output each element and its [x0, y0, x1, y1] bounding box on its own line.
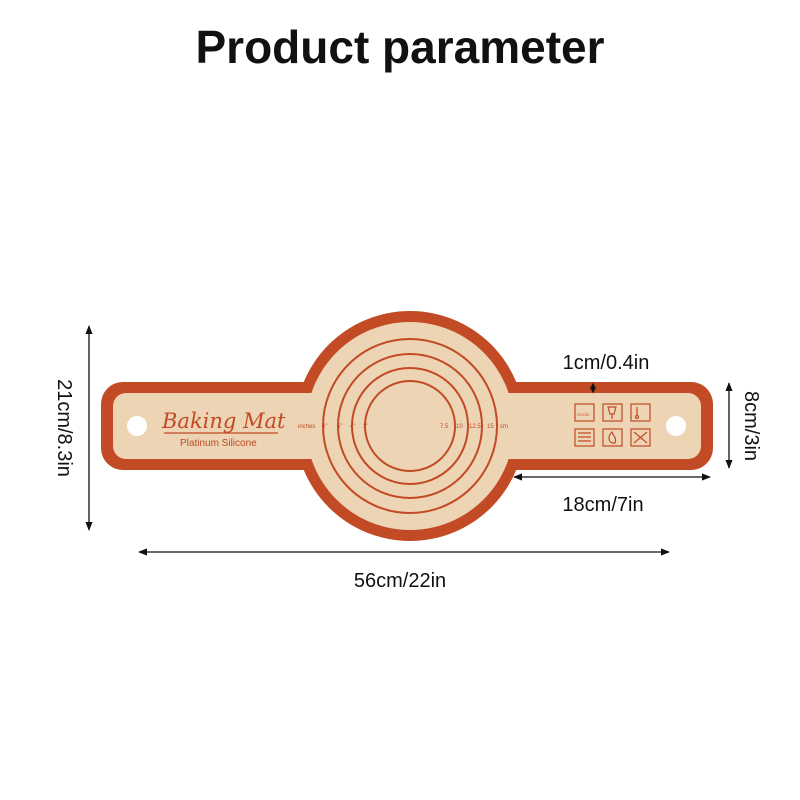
mat-subtitle: Platinum Silicone	[180, 438, 257, 449]
oven-icon	[574, 428, 595, 447]
feature-icons: GOOD	[574, 403, 651, 447]
svg-text:6": 6"	[322, 424, 327, 430]
left-hang-hole	[127, 416, 147, 436]
baking-mat: Baking Mat Platinum Silicone inches 6" 5…	[101, 311, 713, 541]
thermometer-icon	[630, 403, 651, 422]
food-grade-icon: GOOD	[574, 403, 595, 422]
height-label: 21cm/8.3in	[53, 379, 75, 477]
width-label: 56cm/22in	[353, 570, 447, 592]
svg-text:inches: inches	[298, 424, 315, 430]
border-label: 1cm/0.4in	[562, 352, 650, 374]
handle-length-label: 18cm/7in	[562, 494, 644, 516]
handle-height-label: 8cm/3in	[740, 390, 762, 462]
svg-text:GOOD: GOOD	[577, 412, 589, 417]
flame-icon	[602, 428, 623, 447]
glass-icon	[602, 403, 623, 422]
mat-center-circle-fill	[306, 322, 514, 530]
svg-text:5": 5"	[337, 424, 342, 430]
svg-text:4": 4"	[350, 424, 355, 430]
svg-text:cm: cm	[500, 424, 508, 430]
scale-labels: inches 6" 5" 4" 3" 7.5 10 12.5 15 cm	[298, 424, 508, 430]
svg-text:10: 10	[456, 424, 463, 430]
svg-text:15: 15	[487, 424, 494, 430]
page-title: Product parameter	[195, 21, 605, 73]
svg-text:7.5: 7.5	[440, 424, 449, 430]
svg-text:3": 3"	[363, 424, 368, 430]
right-hang-hole	[666, 416, 686, 436]
no-knife-icon	[630, 428, 651, 447]
measurement-circles	[322, 338, 498, 514]
mat-brand: Baking Mat	[161, 409, 286, 433]
svg-text:12.5: 12.5	[469, 424, 481, 430]
